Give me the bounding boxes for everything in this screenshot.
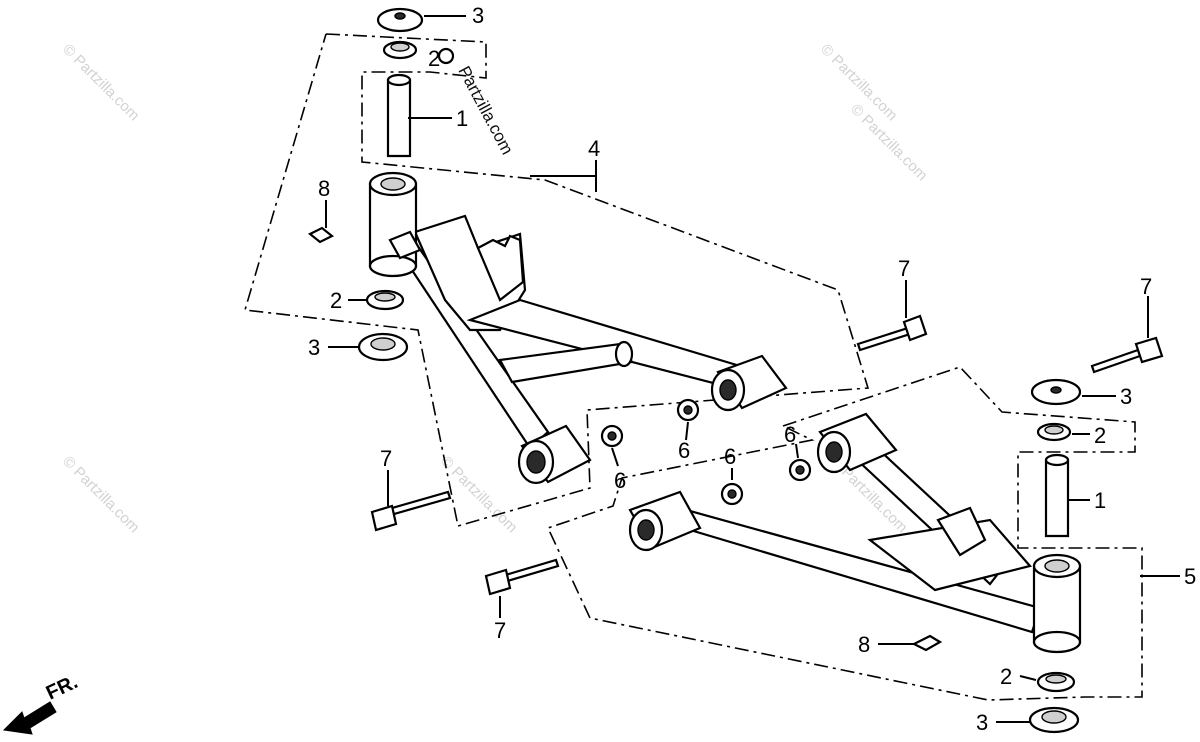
callout-label: 7	[1140, 274, 1152, 299]
front-label: FR.	[43, 671, 81, 705]
callout-label: 6	[724, 444, 736, 469]
callout-label: 8	[858, 632, 870, 657]
upper-pivot-sleeve	[368, 171, 422, 278]
lower-a-arm	[628, 412, 1042, 634]
front-arrow-icon	[2, 701, 57, 735]
callout-label: 7	[380, 446, 392, 471]
callout-label: 8	[318, 176, 330, 201]
callout-labels: 3 2 1 4 8 2 3 7 7 3 2 1 5 6 6 6 6 7 7 8 …	[308, 3, 1196, 735]
callout-label: 6	[614, 468, 626, 493]
callout-label: 1	[1094, 488, 1106, 513]
callout-label: 2	[428, 46, 440, 71]
callout-label: 3	[472, 3, 484, 28]
callout-label: 3	[1120, 384, 1132, 409]
lower-pivot-sleeve	[1028, 378, 1082, 734]
callout-label: 2	[1094, 423, 1106, 448]
assembly-outlines	[243, 33, 1143, 701]
callout-label: 2	[330, 288, 342, 313]
upper-arm-outline	[243, 33, 870, 528]
callout-label: 4	[588, 136, 600, 161]
callout-label: 7	[494, 618, 506, 643]
watermark: © Partzilla.com	[59, 453, 142, 536]
callout-label: 6	[784, 422, 796, 447]
front-direction-marker: FR.	[2, 671, 81, 735]
upper-hardware	[307, 7, 455, 362]
leader-lines	[325, 15, 1180, 723]
callout-label: 5	[1184, 564, 1196, 589]
watermark: © Partzilla.com	[59, 41, 142, 124]
upper-a-arm	[390, 214, 788, 485]
callout-label: 2	[1000, 664, 1012, 689]
bolts-and-nuts	[370, 314, 1164, 652]
callout-label: 7	[898, 256, 910, 281]
lower-arm-outline	[546, 366, 1143, 701]
callout-label: 3	[308, 335, 320, 360]
callout-label: 6	[678, 438, 690, 463]
callout-label: 3	[976, 710, 988, 735]
callout-label: 1	[456, 106, 468, 131]
